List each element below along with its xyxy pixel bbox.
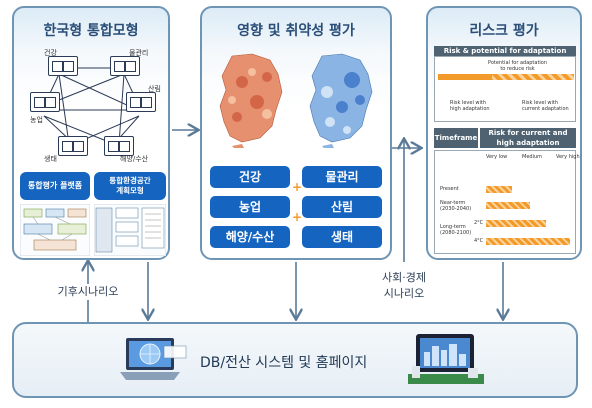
risk-table-header: Risk & potential for adaptation	[434, 46, 576, 56]
sector-ecology[interactable]: 생태	[302, 226, 382, 248]
node-label-health: 건강	[44, 49, 57, 57]
bar-present	[486, 186, 512, 193]
impact-vulnerability-panel: 영향 및 취약성 평가 건강 물관리 농업 산림 해양/수산 생태 + +	[200, 6, 392, 260]
node-marine	[104, 136, 134, 156]
row-long-term: Long-term (2080-2100)	[440, 224, 472, 236]
panel-title: 한국형 통합모형	[43, 23, 139, 39]
node-health	[48, 56, 78, 76]
platform-tab[interactable]: 통합평가 플랫폼	[20, 172, 90, 200]
node-label-forest: 산림	[148, 85, 161, 93]
level-medium: Medium	[522, 154, 542, 160]
monitor-city-icon	[408, 334, 484, 384]
level-very-low: Very low	[486, 154, 508, 160]
panel-title: 영향 및 취약성 평가	[237, 23, 355, 39]
potential-label: Potential for adaptation to reduce risk	[488, 60, 548, 72]
korea-map-blue	[309, 53, 373, 148]
risk-levels-header: Risk for current and high adaptation	[480, 128, 576, 148]
db-system-bar: DB/전산 시스템 및 홈페이지	[12, 322, 578, 398]
sector-water[interactable]: 물관리	[302, 166, 382, 188]
sector-agriculture[interactable]: 농업	[210, 196, 290, 218]
integrated-model-panel: 한국형 통합모형 건강 물관리 산림 농업 생태 해양/수산 통합평가 플랫폼 …	[12, 6, 170, 260]
laptop-globe-icon	[120, 338, 187, 380]
adaptation-bar-solid	[438, 74, 492, 80]
plus-icon: +	[292, 180, 303, 194]
row-present: Present	[440, 186, 459, 192]
risk-table-body	[434, 56, 576, 122]
bar-long-term-4c	[486, 238, 570, 245]
temp-4c: 4°C	[474, 238, 484, 244]
sector-health[interactable]: 건강	[210, 166, 290, 188]
bar-near-term	[486, 202, 530, 209]
node-ecology	[58, 136, 88, 156]
bottom-label: DB/전산 시스템 및 홈페이지	[200, 355, 368, 371]
risk-assessment-panel: 리스크 평가 Risk & potential for adaptation P…	[426, 6, 582, 260]
high-adaptation-label: Risk level with high adaptation	[450, 100, 490, 112]
spatial-model-tab[interactable]: 통합환경공간 계획모형	[94, 172, 166, 200]
level-very-high: Very high	[556, 154, 580, 160]
timeframe-header: Timeframe	[434, 128, 478, 148]
sector-forest[interactable]: 산림	[302, 196, 382, 218]
platform-thumbnail	[20, 204, 90, 256]
row-near-term: Near-term (2030-2040)	[440, 200, 472, 212]
node-forest	[126, 92, 156, 112]
node-label-water: 물관리	[129, 49, 149, 57]
bar-long-term-2c	[486, 220, 546, 227]
sector-marine[interactable]: 해양/수산	[210, 226, 290, 248]
korea-map-red	[219, 53, 283, 148]
panel-title: 리스크 평가	[469, 23, 539, 39]
current-adaptation-label: Risk level with current adaptation	[522, 100, 569, 112]
socio-economic-scenario-label: 사회·경제 시나리오	[368, 270, 440, 302]
adaptation-bar	[438, 74, 574, 80]
spatial-model-thumbnail	[94, 204, 166, 256]
plus-icon: +	[292, 210, 303, 224]
node-label-agriculture: 농업	[30, 116, 43, 124]
climate-scenario-label: 기후시나리오	[40, 284, 136, 300]
node-agriculture	[30, 92, 60, 112]
node-label-marine: 해양/수산	[120, 155, 149, 163]
temp-2c: 2°C	[474, 220, 484, 226]
node-label-ecology: 생태	[44, 155, 57, 163]
node-water	[110, 56, 140, 76]
